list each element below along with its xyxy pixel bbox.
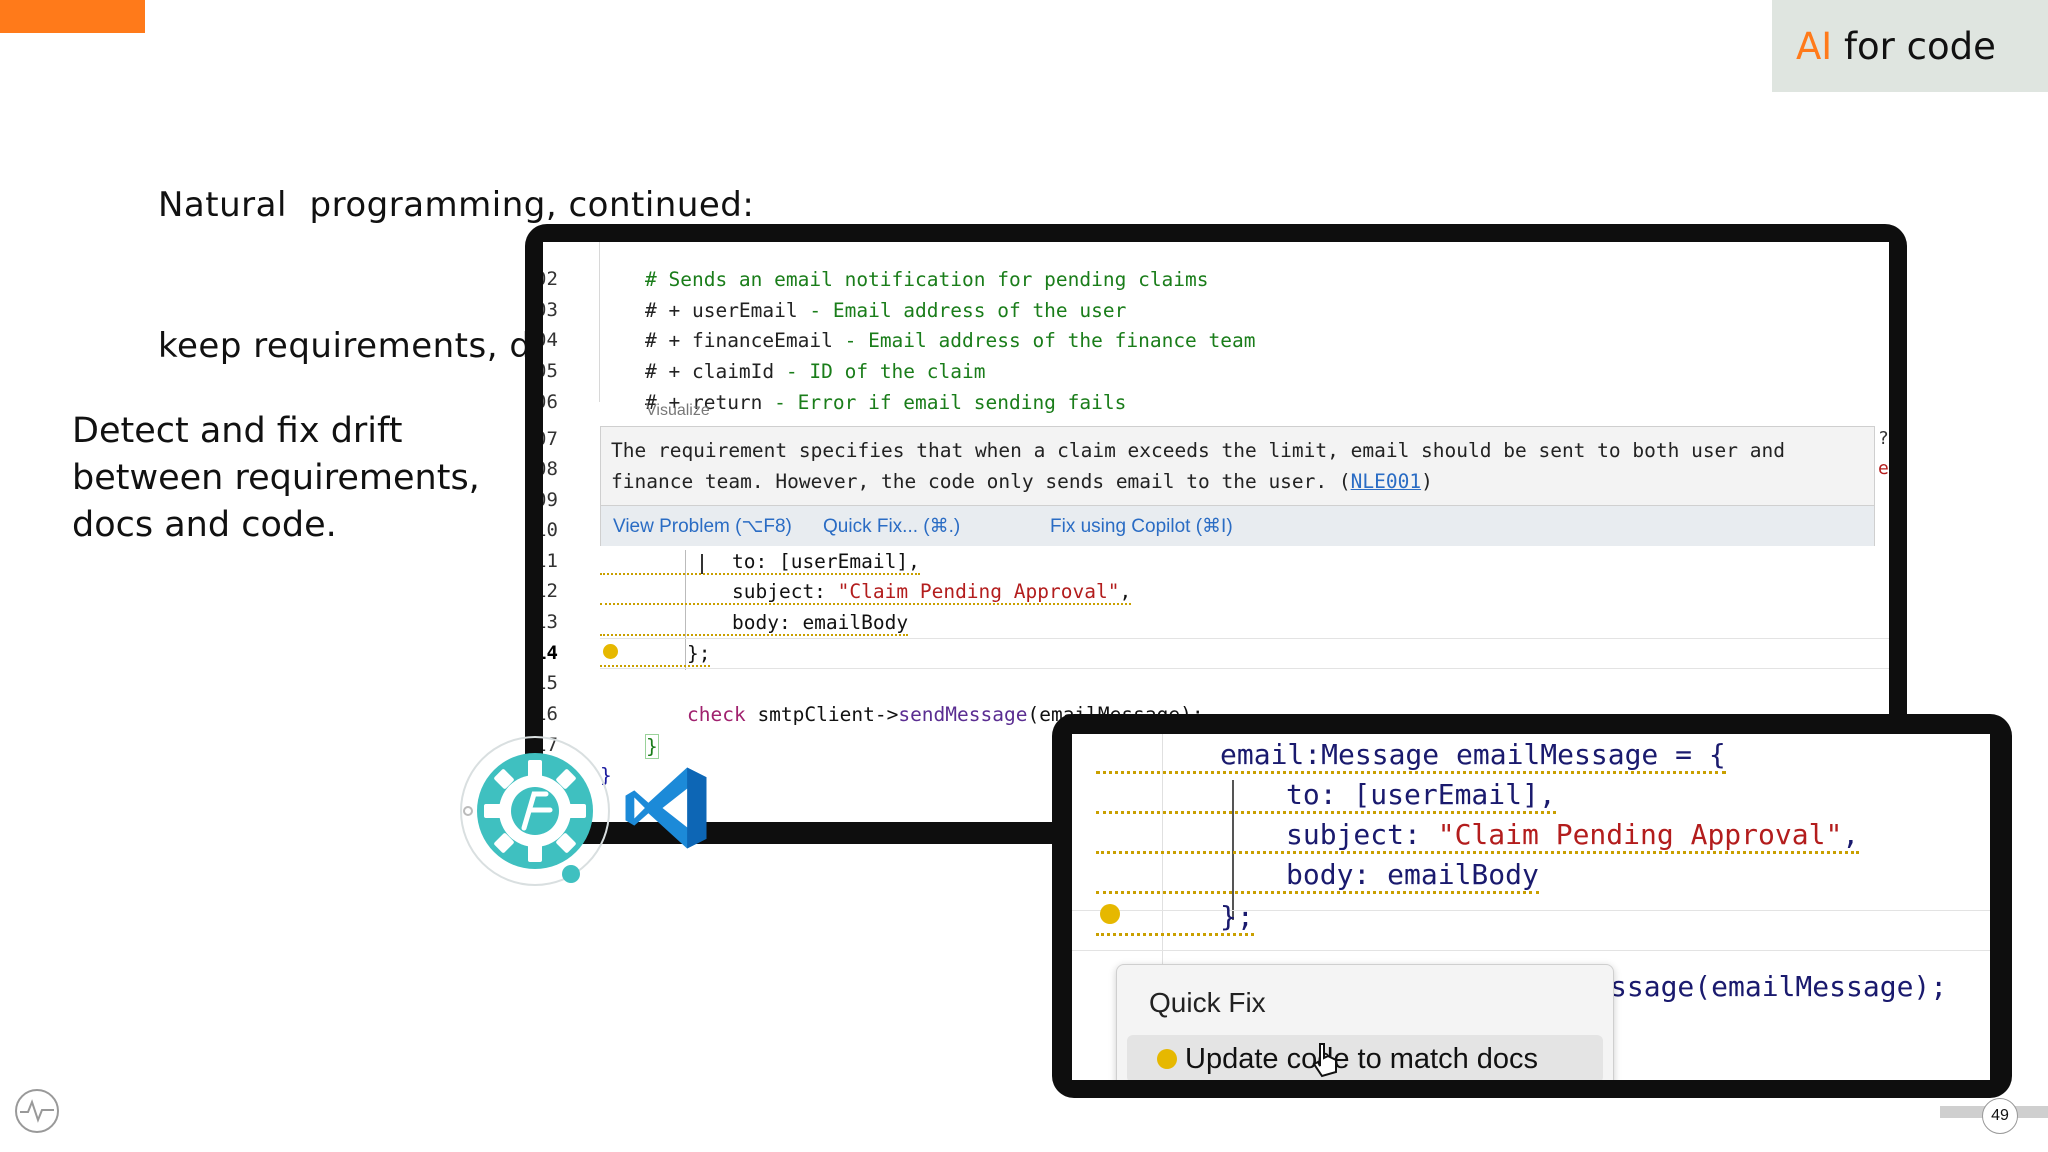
lightbulb-icon[interactable] <box>603 644 618 659</box>
zoomed-editor: email:Message emailMessage = { to: [user… <box>1072 734 1990 1080</box>
current-line-top <box>600 638 1889 639</box>
doc-comment-line[interactable]: # Sends an email notification for pendin… <box>645 268 1209 291</box>
current-line-bottom <box>1072 950 1990 951</box>
line-number: 16 <box>543 703 558 725</box>
zoom-code-line[interactable]: }; <box>1096 900 1254 936</box>
zoom-code-line[interactable]: subject: "Claim Pending Approval", <box>1096 818 1860 854</box>
doc-comment-line[interactable]: # + claimId - ID of the claim <box>645 360 986 383</box>
doc-comment-line[interactable]: # + financeEmail - Email address of the … <box>645 329 1256 352</box>
indent-guide <box>1232 780 1234 920</box>
quick-fix-item-label: Update code to match docs <box>1185 1043 1539 1075</box>
hand-cursor-icon <box>1310 1042 1340 1080</box>
error-code-link[interactable]: NLE001 <box>1350 470 1422 493</box>
line-number: 04 <box>543 329 558 351</box>
quick-fix-menu: Quick Fix Update code to match docs <box>1116 964 1614 1080</box>
code-line-body[interactable]: body: emailBody <box>600 611 909 636</box>
line-number: 12 <box>543 580 558 602</box>
overflow-mark: ? <box>1878 428 1889 449</box>
gutter-divider <box>1162 734 1163 964</box>
tablet-frame: email:Message emailMessage = { to: [user… <box>1052 714 2012 1098</box>
line-number: 02 <box>543 268 558 290</box>
page-number: 49 <box>1982 1098 2018 1134</box>
badge-label: for code <box>1832 24 1996 68</box>
current-line-top <box>1072 910 1990 911</box>
code-line-subject[interactable]: subject: "Claim Pending Approval", <box>600 580 1132 605</box>
fix-using-copilot-link[interactable]: Fix using Copilot (⌘I) <box>1050 516 1233 537</box>
vscode-logo-icon <box>622 764 710 852</box>
title-line-1: Natural programming, continued: <box>158 185 755 225</box>
code-brace: } <box>645 734 659 759</box>
quick-fix-link[interactable]: Quick Fix... (⌘.) <box>823 516 961 537</box>
zoom-code-line[interactable]: email:Message emailMessage = { <box>1096 738 1726 774</box>
side-description: Detect and fix drift between requirement… <box>72 411 480 545</box>
laptop-frame: 02 03 04 05 06 07 08 09 10 11 12 13 14 1… <box>525 224 1907 844</box>
code-brace: } <box>600 764 612 787</box>
current-line-bottom <box>600 668 1889 669</box>
zoom-code-line[interactable]: ssage(emailMessage); <box>1610 970 1948 1003</box>
problem-hover-widget: The requirement specifies that when a cl… <box>600 426 1875 546</box>
line-number: 13 <box>543 611 558 633</box>
doc-comment-line[interactable]: # + return - Error if email sending fail… <box>645 391 1127 414</box>
doc-comment-line[interactable]: # + userEmail - Email address of the use… <box>645 299 1127 322</box>
code-line-close[interactable]: }; <box>600 642 711 667</box>
line-number-gutter: 02 03 04 05 06 07 08 09 10 11 12 13 14 1… <box>543 242 591 822</box>
line-number: 11 <box>543 550 558 572</box>
quick-fix-title: Quick Fix <box>1149 987 1266 1018</box>
indent-guide <box>685 550 686 670</box>
gutter-divider <box>599 242 600 402</box>
zoom-code-line[interactable]: body: emailBody <box>1096 858 1539 894</box>
ai-for-code-badge: AI for code <box>1772 0 2048 92</box>
lightbulb-icon[interactable] <box>1100 904 1120 924</box>
line-number: 03 <box>543 299 558 321</box>
overflow-mark: e <box>1878 458 1889 479</box>
badge-ai: AI <box>1796 24 1833 68</box>
update-code-to-match-docs-option[interactable]: Update code to match docs <box>1127 1035 1603 1080</box>
line-number: 08 <box>543 458 558 480</box>
accent-bar <box>0 0 145 33</box>
line-number: 15 <box>543 672 558 694</box>
zoom-code-line[interactable]: to: [userEmail], <box>1096 778 1556 814</box>
line-number-active: 14 <box>543 642 558 664</box>
code-line-to[interactable]: to: [userEmail], <box>600 550 920 575</box>
line-number: 10 <box>543 519 558 541</box>
line-number: 06 <box>543 391 558 413</box>
text-cursor-icon <box>701 554 703 574</box>
lightbulb-icon <box>1157 1049 1177 1069</box>
hover-actions-bar: View Problem (⌥F8) Quick Fix... (⌘.) Fix… <box>601 505 1874 546</box>
visualize-link[interactable]: Visualize <box>646 402 710 419</box>
view-problem-link[interactable]: View Problem (⌥F8) <box>613 516 792 537</box>
line-number: 05 <box>543 360 558 382</box>
line-number: 07 <box>543 428 558 450</box>
pulse-icon <box>14 1088 60 1134</box>
gear-logo-icon <box>460 736 610 886</box>
problem-message: The requirement specifies that when a cl… <box>611 439 1785 493</box>
line-number: 09 <box>543 489 558 511</box>
